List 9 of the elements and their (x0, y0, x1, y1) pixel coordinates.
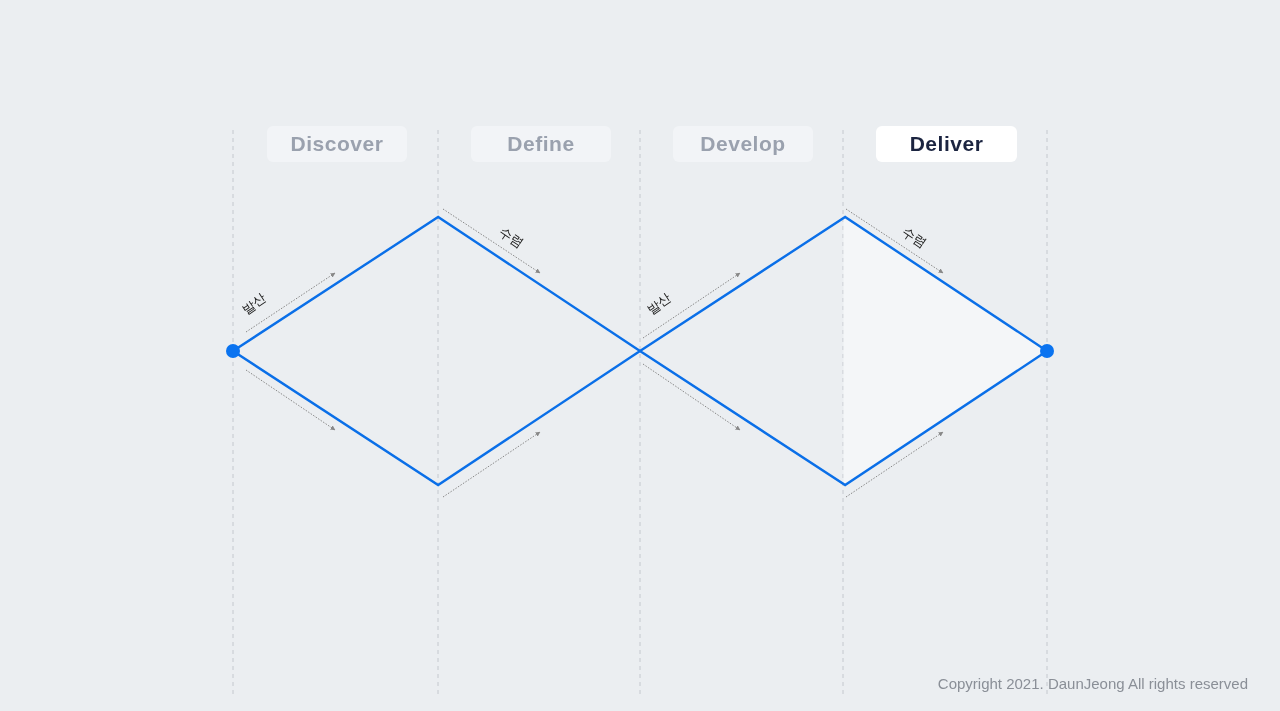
phase-direction-label: 발산 (237, 289, 270, 320)
phase-tab: Define (471, 126, 611, 162)
phase-direction-label: 발산 (642, 289, 675, 320)
copyright-text: Copyright 2021. DaunJeong All rights reserved (937, 674, 1248, 694)
phase-tab: Deliver (876, 126, 1017, 162)
phase-direction-label: 수렴 (898, 223, 931, 254)
phase-direction-label: 수렴 (495, 223, 528, 254)
phase-tab: Develop (673, 126, 813, 162)
phase-tab: Discover (267, 126, 407, 162)
